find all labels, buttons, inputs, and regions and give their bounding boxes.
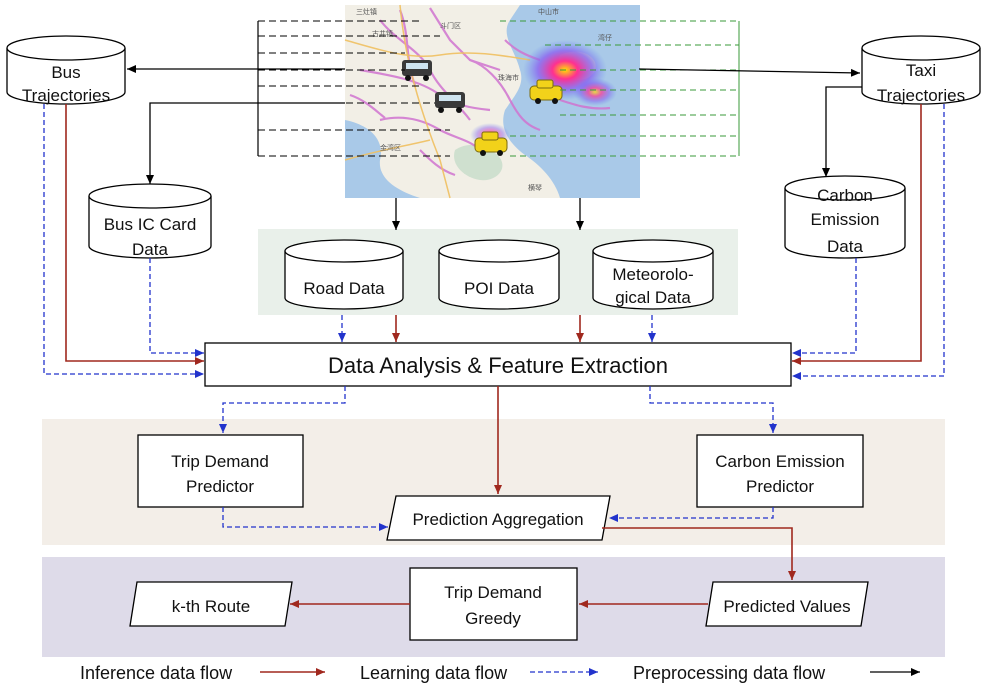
preprocessing-arrows [127, 65, 920, 676]
map-label: 湾仔 [598, 33, 612, 42]
legend-preprocessing-label: Preprocessing data flow [633, 663, 826, 683]
feature-extraction-label: Data Analysis & Feature Extraction [328, 353, 668, 378]
prediction-aggregation-label: Prediction Aggregation [412, 510, 583, 529]
trip-demand-predictor-box: Trip Demand Predictor [137, 434, 304, 508]
trip-demand-greedy-box: Trip Demand Greedy [409, 567, 578, 641]
trip-demand-greedy-label: Greedy [465, 609, 521, 628]
legend-learning-label: Learning data flow [360, 663, 508, 683]
predicted-values-box: Predicted Values [705, 581, 869, 627]
map-label: 珠海市 [498, 73, 519, 82]
trip-demand-predictor-label: Predictor [186, 477, 254, 496]
trip-demand-greedy-label: Trip Demand [444, 583, 542, 602]
legend-inference-label: Inference data flow [80, 663, 233, 683]
taxi-trajectories-store: Taxi Trajectories [861, 35, 981, 105]
predicted-values-label: Predicted Values [723, 597, 850, 616]
bus-sampling-lines [258, 20, 450, 157]
meteorological-data-label: gical Data [615, 288, 691, 307]
city-map: 三灶镇 中山市 古井镇 横琴 湾仔 斗门区 金湾区 珠海市 [344, 4, 640, 199]
taxi-icon [474, 131, 508, 156]
poi-data-label: POI Data [464, 279, 534, 298]
trip-demand-predictor-label: Trip Demand [171, 452, 269, 471]
map-label: 金湾区 [380, 143, 401, 152]
prediction-aggregation-box: Prediction Aggregation [386, 495, 611, 541]
carbon-emission-predictor-label: Carbon Emission [715, 452, 844, 471]
bus-trajectories-store: Bus Trajectories [6, 35, 126, 105]
carbon-emission-predictor-box: Carbon Emission Predictor [696, 434, 864, 508]
taxi-trajectories-label: Taxi [906, 61, 936, 80]
carbon-emission-label: Carbon [817, 186, 873, 205]
carbon-emission-label: Emission [811, 210, 880, 229]
kth-route-box: k-th Route [129, 581, 293, 627]
bus-trajectories-label: Trajectories [22, 86, 110, 105]
bus-ic-card-label: Bus IC Card [104, 215, 197, 234]
inference-arrows [65, 104, 922, 676]
taxi-trajectories-label: Trajectories [877, 86, 965, 105]
carbon-emission-store: Carbon Emission Data [784, 175, 906, 259]
map-label: 古井镇 [372, 29, 393, 38]
poi-data-store: POI Data [438, 239, 560, 310]
road-data-store: Road Data [284, 239, 404, 310]
bus-ic-card-label: Data [132, 240, 168, 259]
legend: Inference data flow Learning data flow P… [80, 663, 826, 683]
meteorological-data-store: Meteorolo- gical Data [592, 239, 714, 310]
road-data-label: Road Data [303, 279, 385, 298]
carbon-emission-predictor-label: Predictor [746, 477, 814, 496]
kth-route-label: k-th Route [172, 597, 250, 616]
map-label: 横琴 [528, 183, 542, 192]
carbon-emission-label: Data [827, 237, 863, 256]
meteorological-data-label: Meteorolo- [612, 265, 693, 284]
taxi-icon [529, 79, 563, 104]
taxi-sampling-lines [500, 20, 739, 157]
map-label: 三灶镇 [356, 7, 377, 16]
bus-ic-card-store: Bus IC Card Data [88, 183, 212, 259]
learning-arrows [43, 104, 945, 676]
map-label: 斗门区 [440, 21, 461, 30]
bus-trajectories-label: Bus [51, 63, 80, 82]
map-label: 中山市 [538, 7, 559, 16]
feature-extraction-box: Data Analysis & Feature Extraction [204, 342, 792, 387]
